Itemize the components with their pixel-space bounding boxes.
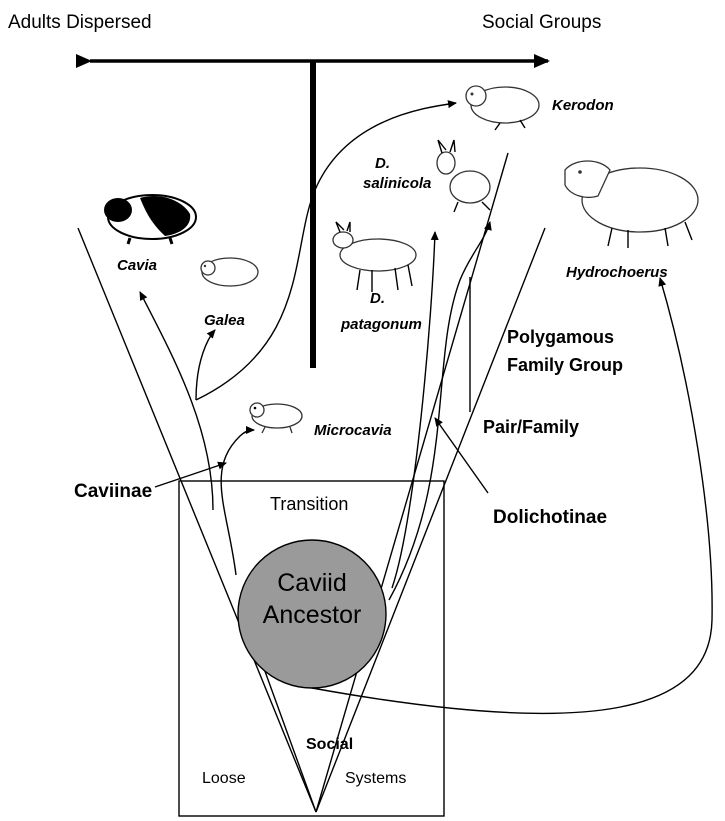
d-patagonum-animal — [333, 222, 416, 292]
kerodon-label: Kerodon — [552, 97, 614, 114]
polygamous-label-1: Polygamous — [507, 327, 614, 347]
d-patagonum-label-1: D. — [370, 290, 385, 307]
arrow-to-d-patagonum — [392, 232, 435, 588]
loose-label: Loose — [202, 770, 246, 787]
arrow-to-galea — [196, 330, 215, 400]
pair-family-label: Pair/Family — [483, 417, 579, 437]
galea-animal — [201, 258, 258, 286]
cavia-animal — [104, 195, 196, 244]
galea-label: Galea — [204, 312, 245, 329]
hydrochoerus-animal — [565, 161, 698, 248]
cavia-label: Cavia — [117, 257, 157, 274]
arrow-to-microcavia — [221, 430, 254, 575]
arrow-to-kerodon — [196, 103, 456, 400]
social-label: Social — [306, 736, 353, 753]
polygamous-label-2: Family Group — [507, 355, 623, 375]
d-salinicola-animal — [437, 140, 490, 212]
kerodon-animal — [466, 86, 539, 130]
transition-label: Transition — [270, 494, 348, 514]
microcavia-animal — [250, 403, 302, 433]
caviinae-cone-left — [78, 228, 316, 812]
caviinae-pointer — [155, 463, 226, 487]
caviinae-label: Caviinae — [74, 481, 152, 502]
axis-left-label: Adults Dispersed — [8, 12, 152, 33]
ancestor-label-2: Ancestor — [263, 601, 362, 629]
microcavia-label: Microcavia — [314, 422, 392, 439]
hydrochoerus-label: Hydrochoerus — [566, 264, 668, 281]
arrow-to-d-salinicola — [389, 222, 490, 600]
ancestor-label-1: Caviid — [277, 569, 346, 597]
systems-label: Systems — [345, 770, 406, 787]
d-salinicola-label-2: salinicola — [363, 175, 431, 192]
d-salinicola-label-1: D. — [375, 155, 390, 172]
d-patagonum-label-2: patagonum — [340, 316, 422, 333]
arrow-to-cavia — [140, 292, 213, 510]
dolichotinae-label: Dolichotinae — [493, 507, 607, 528]
axis-right-label: Social Groups — [482, 12, 601, 33]
dolichotinae-pointer — [435, 418, 488, 493]
